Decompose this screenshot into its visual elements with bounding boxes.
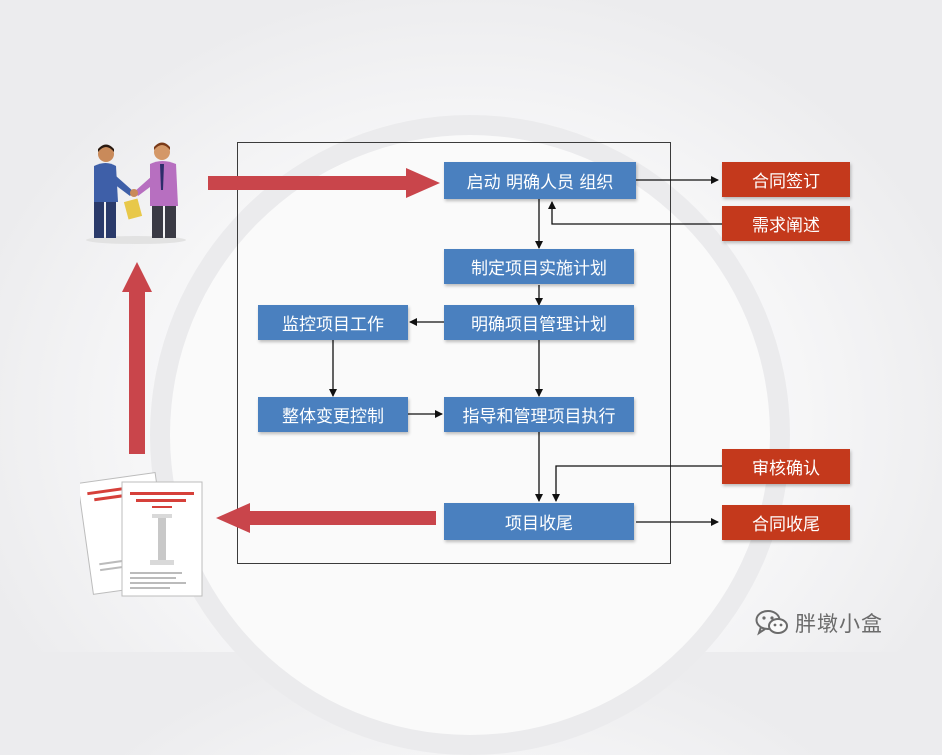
arrow-to-documents: [216, 503, 436, 533]
handshake-people-icon: [72, 140, 200, 245]
wechat-logo-icon: [755, 610, 788, 636]
watermark-text: 胖墩小盒: [795, 612, 883, 636]
ext-contract-close: 合同收尾: [722, 505, 850, 540]
step-plan-implementation: 制定项目实施计划: [444, 249, 634, 284]
step-start: 启动 明确人员 组织: [444, 162, 636, 199]
step-plan-management: 明确项目管理计划: [444, 305, 634, 340]
step-change-control: 整体变更控制: [258, 397, 408, 432]
process-frame: [237, 142, 671, 564]
step-direct-manage: 指导和管理项目执行: [444, 397, 634, 432]
watermark: 胖墩小盒: [755, 608, 883, 638]
arrow-to-start: [208, 168, 440, 198]
ext-review-confirm: 审核确认: [722, 449, 850, 484]
document-report-icon: [77, 468, 210, 600]
ext-requirement-statement: 需求阐述: [722, 206, 850, 241]
connector-layer: [122, 168, 722, 533]
arrow-up-to-people: [122, 262, 152, 454]
step-closing: 项目收尾: [444, 503, 634, 540]
line-requirement-to-start: [548, 201, 722, 225]
ext-contract-sign: 合同签订: [722, 162, 850, 197]
step-monitor-work: 监控项目工作: [258, 305, 408, 340]
line-review-to-closing: [552, 465, 722, 502]
